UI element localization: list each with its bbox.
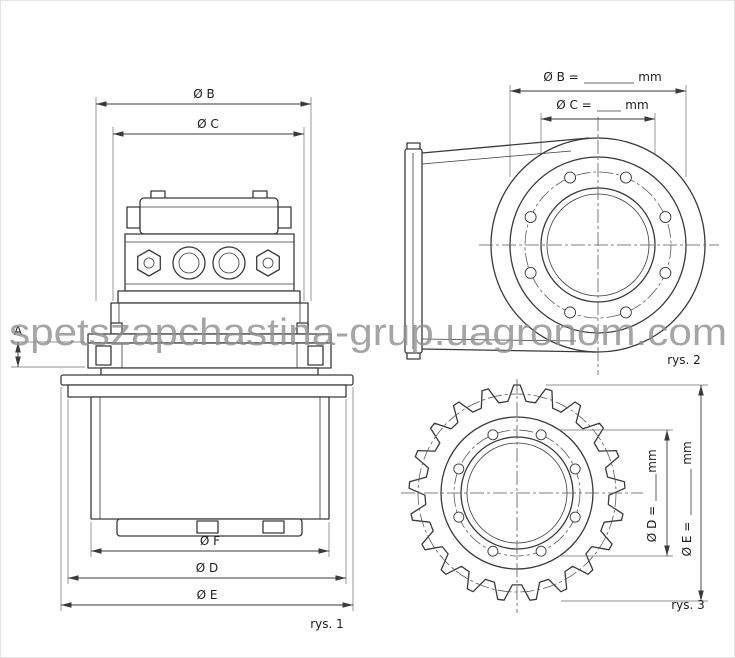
dim-e-unit: mm (680, 441, 694, 464)
fig3-dim-d: Ø D = mm (559, 429, 673, 557)
fig2-side-view: Ø B = mm Ø C = mm rys. 2 (404, 70, 719, 375)
connector-tab-left (126, 206, 141, 229)
fig2-bolt-holes (524, 171, 672, 319)
fig1-dim-f: Ø F (90, 522, 330, 557)
mount-flange-plate (404, 148, 423, 354)
step-ring (100, 367, 319, 376)
fig1-caption: rys. 1 (310, 617, 344, 631)
dim-d-unit: mm (645, 449, 659, 472)
dim-f-label: Ø F (200, 534, 220, 548)
dim-d-label: Ø D = (645, 506, 659, 542)
fig2-caption: rys. 2 (667, 353, 701, 367)
fig1-dim-b: Ø B (95, 87, 312, 301)
bolt-head-right (307, 345, 324, 366)
hex-plug-right (256, 249, 280, 277)
fig1-dim-d: Ø D (67, 399, 347, 584)
fig2-dim-b: Ø B = mm (509, 70, 687, 177)
motor-body (60, 190, 354, 537)
bolt-head-left (95, 345, 112, 366)
upper-strip (117, 290, 301, 304)
watermark-text: spetszapchastina-grup.uagronom.com (9, 312, 727, 354)
cap-tab-right (262, 520, 285, 534)
fig3-caption: rys. 3 (671, 598, 705, 612)
connector-tab-right (277, 206, 292, 229)
dim-c-label: Ø C (197, 117, 219, 131)
dim-b-unit: mm (638, 70, 661, 84)
skirt-flange-inner (67, 384, 347, 398)
fig3-sprocket: Ø D = mm Ø E = mm rys. 3 (401, 379, 708, 613)
port-circle-right (212, 246, 246, 280)
dim-c-label: Ø C = (556, 98, 592, 112)
mounting-flange (110, 302, 309, 335)
cap-tab-left (196, 520, 219, 534)
fig1-dim-e: Ø E (60, 387, 354, 611)
port-circle-left (172, 246, 206, 280)
fig3-bolt-holes (453, 429, 581, 557)
dim-c-unit: mm (625, 98, 648, 112)
dim-b-label: Ø B (193, 87, 215, 101)
motor-top-cover (139, 197, 279, 235)
fig1-front-view: Ø B Ø C (11, 87, 354, 631)
drum-body (90, 396, 330, 520)
dim-e-label: Ø E = (680, 522, 694, 557)
housing-taper-bottom (421, 348, 597, 353)
fig1-dim-c: Ø C (112, 117, 305, 301)
dim-b-label: Ø B = (543, 70, 578, 84)
hex-plug-left (137, 249, 161, 277)
dim-e-label: Ø E (197, 588, 218, 602)
dim-d-label: Ø D (196, 561, 219, 575)
fig3-dim-e: Ø E = mm (546, 384, 708, 602)
fig1-dim-a: A (11, 324, 85, 368)
dim-a-label: A (14, 324, 23, 338)
skirt-flange-outer (60, 374, 354, 386)
housing-taper-top (421, 137, 590, 154)
